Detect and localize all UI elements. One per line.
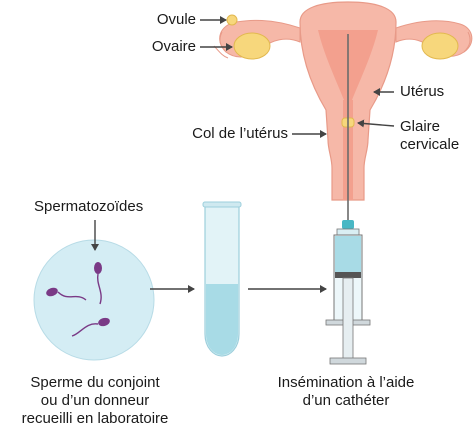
sperm-circle	[33, 239, 155, 361]
spermatozoon-3	[71, 317, 110, 337]
label-sperme-line3: recueilli en laboratoire	[21, 410, 169, 427]
label-sperme-line2: ou d’un donneur	[40, 392, 150, 409]
tube-liquid	[206, 284, 238, 355]
syringe-cap	[342, 220, 354, 229]
label-spermatozoides: Spermatozoïdes	[34, 198, 144, 215]
syringe-plunger-rod	[342, 277, 354, 361]
label-ovaire: Ovaire	[151, 38, 196, 55]
label-sperme-line1: Sperme du conjoint	[30, 374, 160, 391]
tube-rim	[202, 201, 242, 208]
syringe-neck	[336, 228, 360, 236]
right-ovary	[421, 32, 459, 60]
spermatozoon-2	[46, 287, 87, 301]
syringe	[325, 220, 371, 365]
spermatozoon-1	[94, 262, 102, 305]
left-ovary	[233, 32, 271, 60]
syringe-liquid	[335, 236, 361, 272]
ovule-dot	[226, 14, 238, 26]
test-tube	[202, 201, 242, 357]
label-glaire-line2: cervicale	[400, 136, 460, 153]
label-glaire-line1: Glaire	[400, 118, 441, 135]
right-fimbriae	[463, 31, 471, 53]
syringe-thumb-rest	[329, 357, 367, 365]
label-insemination: Insémination à l’aide d’un cathéter	[258, 374, 434, 410]
arrow-glaire	[357, 119, 395, 128]
label-insemination-line2: d’un cathéter	[302, 392, 390, 409]
label-sperme: Sperme du conjoint ou d’un donneur recue…	[0, 374, 190, 428]
uterus-illustration	[213, 1, 473, 224]
label-col-uterus: Col de l’utérus	[192, 125, 288, 142]
syringe-plunger-head	[335, 272, 361, 278]
label-insemination-line1: Insémination à l’aide	[277, 374, 415, 391]
arrows	[91, 16, 395, 293]
label-uterus: Utérus	[400, 83, 445, 100]
label-glaire-cervicale: Glaire cervicale	[400, 118, 459, 154]
sperm-sample	[33, 239, 155, 361]
label-ovule: Ovule	[156, 11, 196, 28]
